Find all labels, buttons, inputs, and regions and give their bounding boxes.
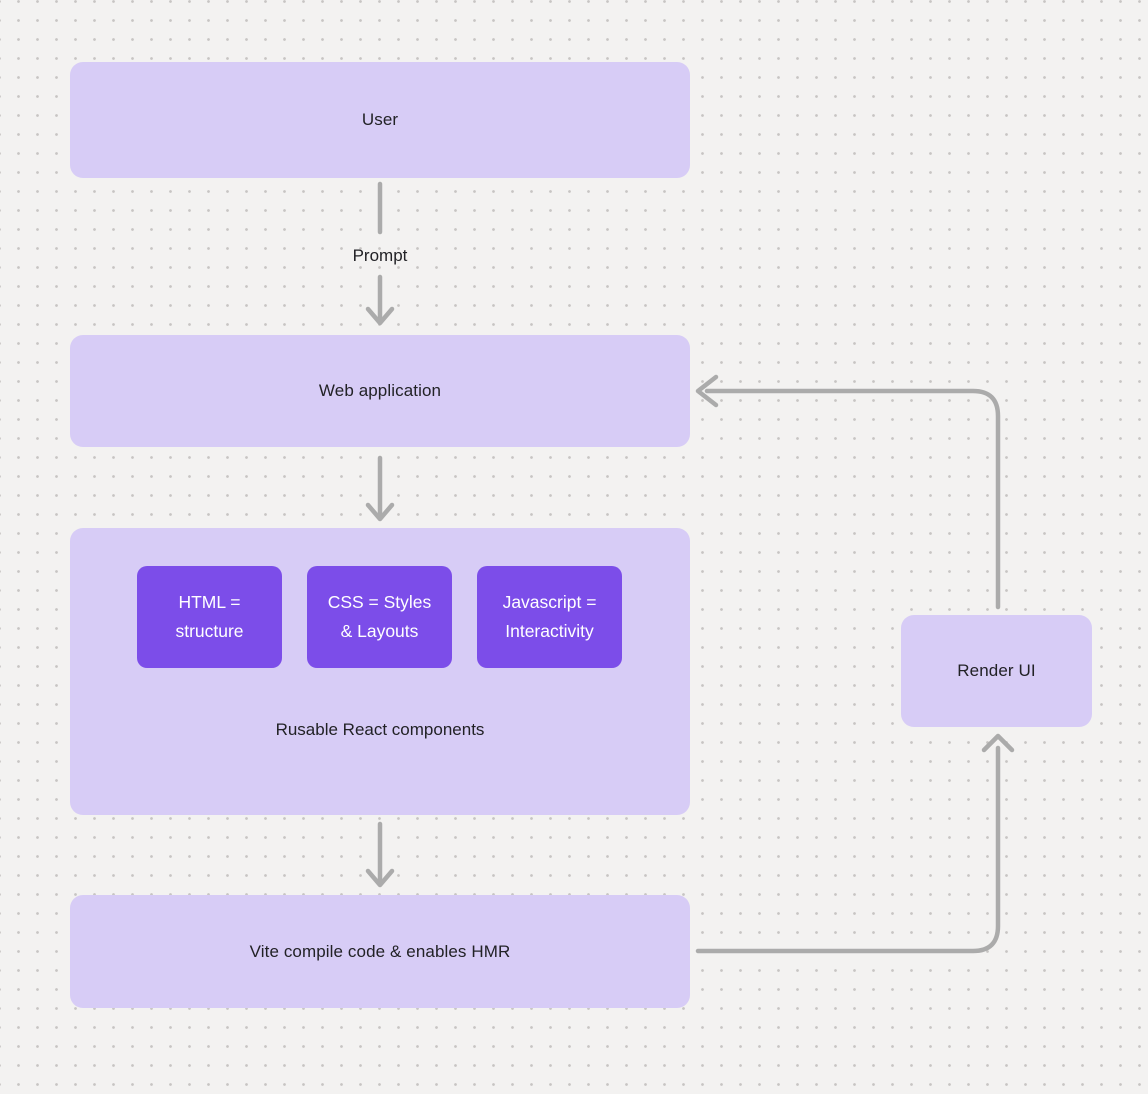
chip-javascript-label: Javascript = Interactivity	[502, 592, 597, 641]
node-vite[interactable]: Vite compile code & enables HMR	[70, 895, 690, 1008]
components-caption: Rusable React components	[275, 720, 485, 739]
node-render-ui[interactable]: Render UI	[901, 615, 1092, 727]
chip-css-label: CSS = Styles & Layouts	[327, 592, 432, 641]
edge-label-prompt: Prompt	[352, 246, 408, 265]
arrowhead-down-components	[365, 502, 395, 522]
node-user[interactable]: User	[70, 62, 690, 178]
connector-render-to-web	[704, 388, 1001, 610]
chip-javascript[interactable]: Javascript = Interactivity	[477, 566, 622, 668]
chip-html-label: HTML = structure	[175, 592, 244, 641]
chip-css[interactable]: CSS = Styles & Layouts	[307, 566, 452, 668]
node-vite-label: Vite compile code & enables HMR	[249, 941, 511, 961]
arrowhead-down-web	[365, 306, 395, 326]
node-user-label: User	[361, 110, 399, 129]
arrowhead-down-vite	[365, 868, 395, 888]
node-render-ui-label: Render UI	[957, 661, 1036, 680]
chip-html[interactable]: HTML = structure	[137, 566, 282, 668]
connector-vite-to-render	[695, 745, 1001, 954]
node-web-application-label: Web application	[318, 381, 442, 400]
arrowhead-up-render	[981, 733, 1015, 753]
arrowhead-left-web	[695, 374, 719, 408]
node-web-application[interactable]: Web application	[70, 335, 690, 447]
